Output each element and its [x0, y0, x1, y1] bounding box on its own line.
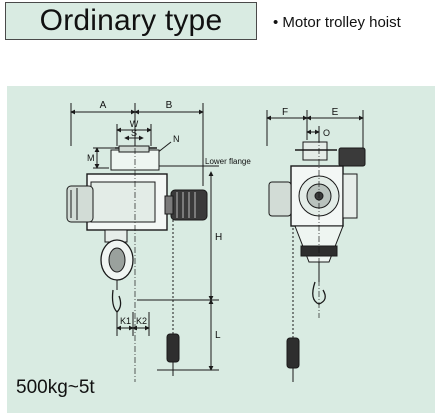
dim-label-h: H	[215, 232, 222, 243]
dim-label-e: E	[332, 107, 339, 118]
dim-label-w: W	[130, 119, 139, 129]
dim-label-f: F	[282, 107, 288, 118]
capacity-caption: 500kg~5t	[16, 377, 95, 398]
dim-label-s: S	[131, 128, 137, 138]
dim-label-o: O	[323, 128, 330, 138]
page-title: Ordinary type	[39, 4, 223, 37]
dim-label-k2: K2	[136, 316, 147, 326]
dim-label-m: M	[87, 153, 95, 163]
title-box: Ordinary type	[5, 2, 257, 40]
dim-label-l: L	[215, 330, 221, 341]
hoist-drawing: A B W S N M Lower flange H L K1 K2 F E O	[66, 100, 366, 382]
technical-drawing-panel: A B W S N M Lower flange H L K1 K2 F E O…	[7, 86, 435, 413]
dim-label-k1: K1	[120, 316, 131, 326]
lower-flange-label: Lower flange	[205, 157, 251, 166]
dim-label-n: N	[173, 134, 180, 144]
dim-label-b: B	[166, 100, 173, 111]
product-subtitle: • Motor trolley hoist	[273, 14, 401, 31]
dim-label-a: A	[100, 100, 107, 111]
